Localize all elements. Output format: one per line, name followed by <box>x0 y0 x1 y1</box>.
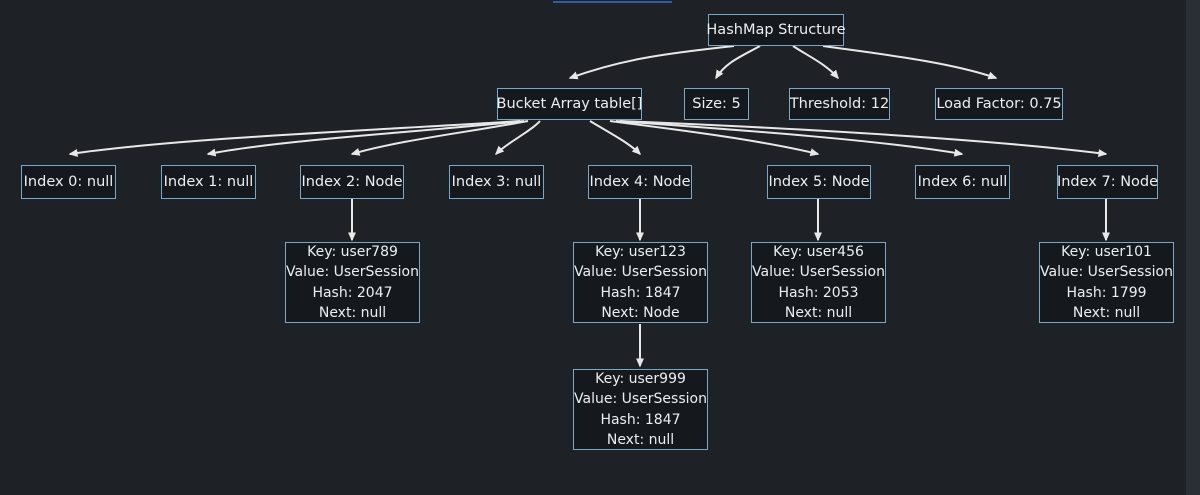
node-index-1[interactable]: Index 1: null <box>161 165 256 199</box>
entry-hash: Hash: 1847 <box>600 284 681 301</box>
edge-root-to-load-factor <box>822 45 998 80</box>
entry-hash: Hash: 1799 <box>1066 284 1147 301</box>
node-threshold[interactable]: Threshold: 12 <box>789 88 890 120</box>
entry-hash: Hash: 2047 <box>312 284 393 301</box>
entry-key: Key: user456 <box>773 243 864 260</box>
edge-root-to-threshold <box>792 45 839 80</box>
node-label: Size: 5 <box>692 96 741 112</box>
entry-next: Next: null <box>1072 304 1141 321</box>
node-label: Index 6: null <box>917 174 1008 190</box>
edge-bucket-to-index-5 <box>609 120 820 157</box>
edge-bucket-to-index-1 <box>206 120 525 157</box>
entry-next: Next: null <box>318 304 387 321</box>
node-index-6[interactable]: Index 6: null <box>915 165 1010 199</box>
node-index-5[interactable]: Index 5: Node <box>767 165 871 199</box>
node-load-factor[interactable]: Load Factor: 0.75 <box>935 88 1063 120</box>
node-label: Load Factor: 0.75 <box>936 96 1062 112</box>
entry-value: Value: UserSession <box>574 264 707 281</box>
node-entry-user123[interactable]: Key: user123 Value: UserSession Hash: 18… <box>573 242 708 323</box>
node-index-2[interactable]: Index 2: Node <box>300 165 404 199</box>
entry-key: Key: user101 <box>1061 243 1152 260</box>
node-entry-user999[interactable]: Key: user999 Value: UserSession Hash: 18… <box>573 369 708 450</box>
entry-key: Key: user789 <box>307 243 398 260</box>
top-accent-line <box>553 1 672 3</box>
node-label: Index 1: null <box>163 174 254 190</box>
edge-bucket-to-index-0 <box>68 120 521 157</box>
node-hashmap-structure[interactable]: HashMap Structure <box>706 14 846 46</box>
node-size[interactable]: Size: 5 <box>684 88 749 120</box>
node-index-7[interactable]: Index 7: Node <box>1057 165 1158 199</box>
entry-next: Next: Node <box>601 304 680 321</box>
entry-key: Key: user123 <box>595 243 686 260</box>
node-label: HashMap Structure <box>706 22 846 38</box>
node-label: Bucket Array table[] <box>496 96 643 112</box>
entry-key: Key: user999 <box>595 370 686 387</box>
entry-next: Next: null <box>606 431 675 448</box>
edge-bucket-to-index-2 <box>350 120 529 156</box>
edge-bucket-to-index-4 <box>589 120 641 155</box>
edge-bucket-to-index-3 <box>495 120 541 155</box>
entry-value: Value: UserSession <box>574 391 707 408</box>
edge-root-to-bucket-array <box>568 45 735 80</box>
node-label: Index 5: Node <box>768 174 870 190</box>
node-index-4[interactable]: Index 4: Node <box>588 165 692 199</box>
entry-value: Value: UserSession <box>286 264 419 281</box>
edge-root-to-size <box>715 45 761 80</box>
node-label: Index 0: null <box>23 174 114 190</box>
node-entry-user101[interactable]: Key: user101 Value: UserSession Hash: 17… <box>1039 242 1174 323</box>
entry-value: Value: UserSession <box>752 264 885 281</box>
node-label: Index 7: Node <box>1056 174 1159 190</box>
node-index-3[interactable]: Index 3: null <box>449 165 544 199</box>
edge-bucket-to-index-7 <box>619 120 1108 158</box>
node-entry-user456[interactable]: Key: user456 Value: UserSession Hash: 20… <box>751 242 886 323</box>
node-label: Index 2: Node <box>301 174 403 190</box>
entry-next: Next: null <box>784 304 853 321</box>
node-label: Index 3: null <box>451 174 542 190</box>
vertical-scrollbar[interactable] <box>1186 0 1200 495</box>
edge-bucket-to-index-6 <box>615 120 964 157</box>
node-entry-user789[interactable]: Key: user789 Value: UserSession Hash: 20… <box>285 242 420 323</box>
node-label: Index 4: Node <box>589 174 691 190</box>
entry-hash: Hash: 2053 <box>778 284 859 301</box>
node-index-0[interactable]: Index 0: null <box>21 165 116 199</box>
entry-hash: Hash: 1847 <box>600 411 681 428</box>
node-bucket-array[interactable]: Bucket Array table[] <box>497 88 642 120</box>
entry-value: Value: UserSession <box>1040 264 1173 281</box>
node-label: Threshold: 12 <box>789 96 890 112</box>
